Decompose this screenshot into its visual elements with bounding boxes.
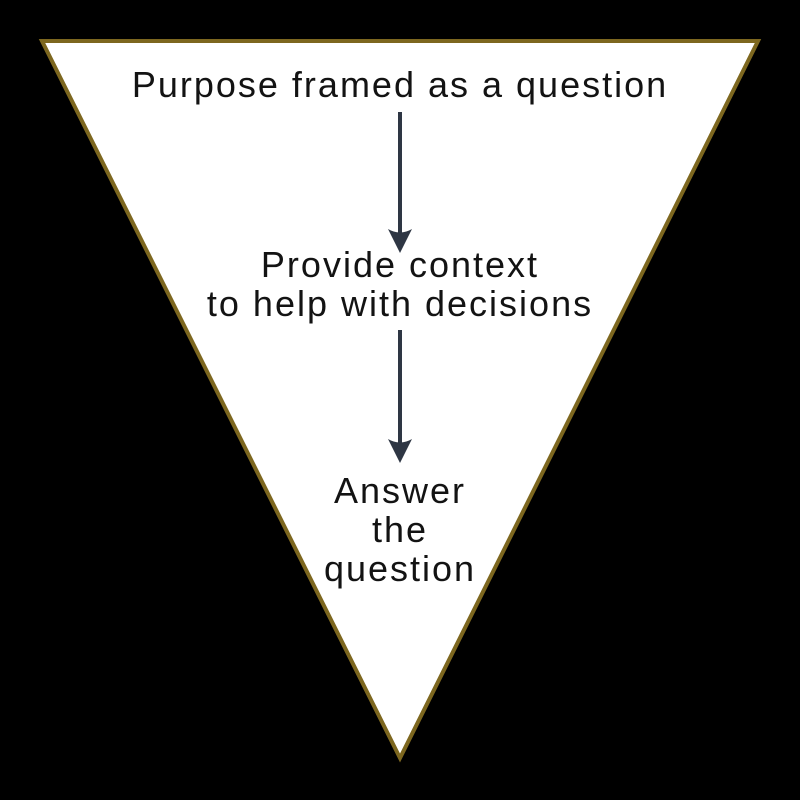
stage-purpose: Purpose framed as a question [132,64,668,105]
down-arrow-head [388,229,412,253]
stage-answer-line-3: question [324,548,476,589]
stage-context: Provide context to help with decisions [207,244,593,324]
stage-answer-line-1: Answer [334,470,466,511]
stage-purpose-label: Purpose framed as a question [132,64,668,105]
down-arrow-icon [388,330,412,463]
down-arrow-head [388,439,412,463]
down-arrow-icon [388,112,412,253]
stage-context-line-2: to help with decisions [207,283,593,324]
stage-context-line-1: Provide context [261,244,539,285]
stage-answer: Answer the question [324,470,476,589]
stage-answer-line-2: the [372,509,428,550]
